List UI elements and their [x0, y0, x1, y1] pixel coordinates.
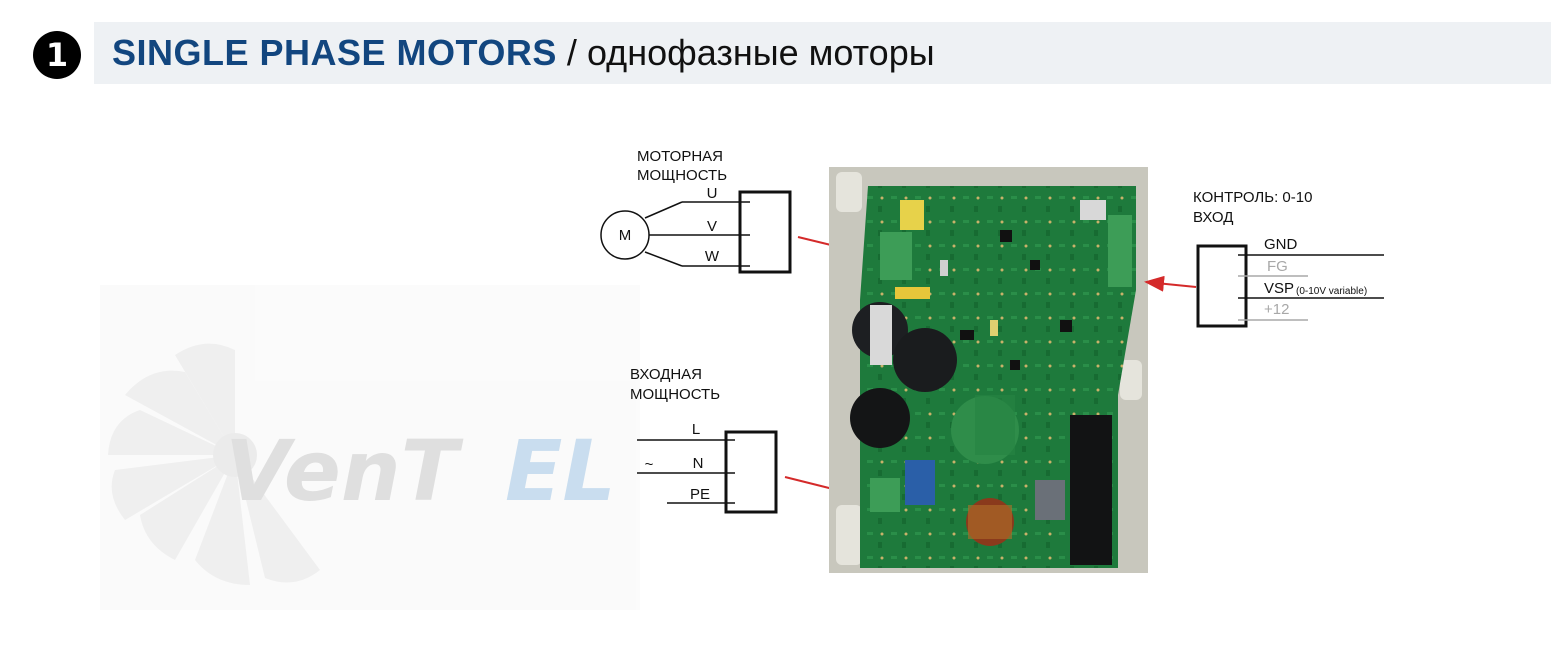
- control-connector-arrow: [1144, 275, 1197, 292]
- watermark-text-blue: EL: [505, 422, 616, 520]
- control-pin-vsp-note: (0-10V variable): [1296, 286, 1367, 297]
- motor-power-label-line1: МОТОРНАЯ: [637, 148, 723, 165]
- input-power-group: ВХОДНАЯ МОЩНОСТЬ L ~ N PE: [630, 366, 867, 514]
- motor-pin-v: V: [707, 218, 717, 235]
- header-band: [94, 22, 1551, 84]
- motor-connector-block: [738, 190, 792, 274]
- fan-blade-icon: [108, 343, 320, 585]
- title-separator: /: [566, 32, 577, 73]
- input-power-label-line2: МОЩНОСТЬ: [630, 386, 720, 403]
- title-english: SINGLE PHASE MOTORS: [112, 32, 557, 73]
- input-connector-block: [724, 430, 778, 514]
- input-pin-n: N: [693, 455, 704, 472]
- page-title: SINGLE PHASE MOTORS / однофазные моторы: [112, 30, 935, 76]
- motor-symbol-label: M: [619, 227, 632, 244]
- control-pin-gnd: GND: [1264, 236, 1298, 253]
- ac-symbol: ~: [645, 456, 654, 473]
- motor-power-group: МОТОРНАЯ МОЩНОСТЬ M U V W: [600, 148, 874, 274]
- step-number-badge: 1: [33, 31, 81, 79]
- control-pin-fg: FG: [1267, 258, 1288, 275]
- watermark-logo: VenT EL: [100, 285, 640, 610]
- control-connector-block: [1196, 244, 1248, 328]
- input-pin-l: L: [692, 421, 700, 438]
- pcb-board-image: [829, 167, 1148, 573]
- watermark-text-gray: VenT: [225, 422, 464, 520]
- input-pin-pe: PE: [690, 486, 710, 503]
- motor-pin-w: W: [705, 248, 720, 265]
- control-input-group: КОНТРОЛЬ: 0-10 ВХОД GND FG VSP (0-10V va…: [1144, 189, 1384, 328]
- input-power-label-line1: ВХОДНАЯ: [630, 366, 702, 383]
- control-label-line1: КОНТРОЛЬ: 0-10: [1193, 189, 1312, 206]
- motor-power-label-line2: МОЩНОСТЬ: [637, 167, 727, 184]
- motor-pin-u: U: [707, 185, 718, 202]
- control-pin-plus12: +12: [1264, 301, 1289, 318]
- title-russian: однофазные моторы: [586, 32, 935, 73]
- control-label-line2: ВХОД: [1193, 209, 1233, 226]
- control-pin-vsp: VSP: [1264, 280, 1294, 297]
